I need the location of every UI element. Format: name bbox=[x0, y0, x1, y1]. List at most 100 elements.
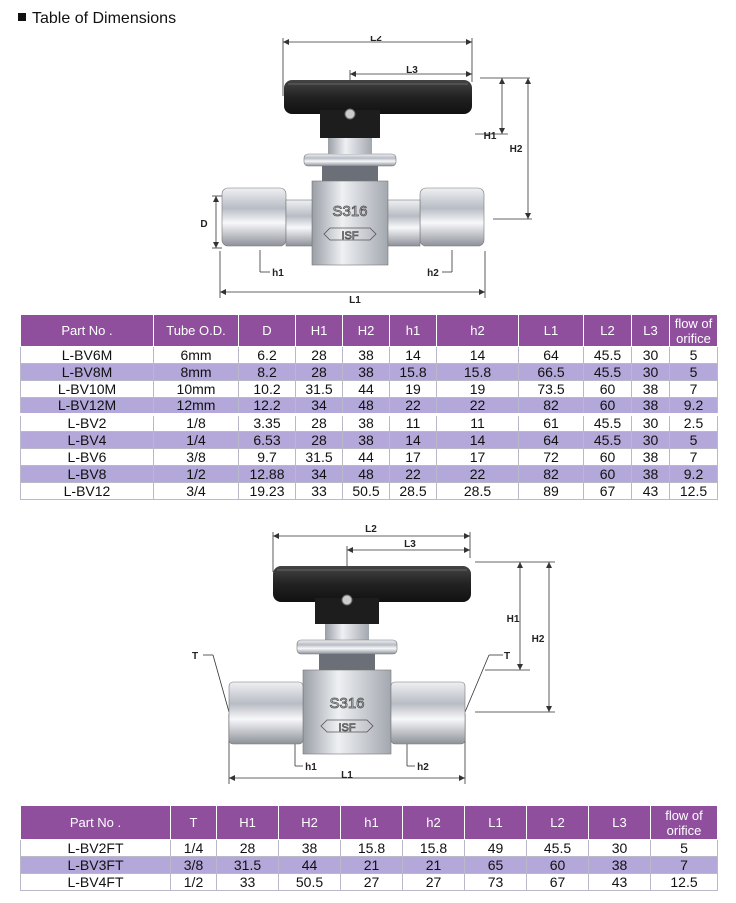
table-cell: 38 bbox=[342, 413, 390, 432]
table-cell: 1/2 bbox=[170, 873, 217, 891]
table-cell: 44 bbox=[342, 448, 390, 466]
table-cell: 28.5 bbox=[389, 482, 437, 500]
table-cell: 1/8 bbox=[153, 413, 239, 432]
table-cell: 10mm bbox=[153, 380, 239, 398]
table-cell: 7 bbox=[650, 856, 718, 874]
part-number-cell: L-BV2 bbox=[20, 413, 154, 432]
label-H2: H2 bbox=[532, 634, 545, 645]
column-header: L3 bbox=[588, 805, 651, 840]
table-cell: 30 bbox=[588, 839, 651, 857]
body-grade-marking: S316 bbox=[332, 203, 367, 220]
part-number-cell: L-BV4 bbox=[20, 431, 154, 449]
table-cell: 31.5 bbox=[216, 856, 279, 874]
table-cell: 34 bbox=[295, 465, 343, 483]
label-L3: L3 bbox=[404, 539, 416, 550]
part-number-cell: L-BV4FT bbox=[20, 873, 171, 891]
table-cell: 73.5 bbox=[518, 380, 584, 398]
table-cell: 45.5 bbox=[526, 839, 589, 857]
table-cell: 66.5 bbox=[518, 363, 584, 381]
table-cell: 1/4 bbox=[153, 431, 239, 449]
part-number-cell: L-BV8 bbox=[20, 465, 154, 483]
table-cell: 14 bbox=[436, 346, 519, 364]
column-header: flow of orifice bbox=[669, 314, 718, 347]
column-header: H1 bbox=[216, 805, 279, 840]
table-cell: 72 bbox=[518, 448, 584, 466]
table-cell: 44 bbox=[278, 856, 341, 874]
table-cell: 38 bbox=[631, 397, 670, 415]
column-header: Part No . bbox=[20, 805, 171, 840]
table-cell: 8mm bbox=[153, 363, 239, 381]
label-h2: h2 bbox=[427, 268, 439, 279]
column-header: Part No . bbox=[20, 314, 154, 347]
table-cell: 30 bbox=[631, 431, 670, 449]
page-title: Table of Dimensions bbox=[18, 10, 176, 28]
table-cell: 60 bbox=[526, 856, 589, 874]
table-cell: 12.5 bbox=[669, 482, 718, 500]
table-cell: 22 bbox=[436, 397, 519, 415]
table-cell: 9.2 bbox=[669, 397, 718, 415]
table-cell: 61 bbox=[518, 413, 584, 432]
table-cell: 65 bbox=[464, 856, 527, 874]
table-cell: 64 bbox=[518, 346, 584, 364]
table-cell: 11 bbox=[389, 413, 437, 432]
table-cell: 17 bbox=[389, 448, 437, 466]
table-cell: 12.88 bbox=[238, 465, 296, 483]
body-grade-marking: S316 bbox=[329, 695, 364, 712]
table-cell: 43 bbox=[588, 873, 651, 891]
table-cell: 60 bbox=[583, 448, 632, 466]
table-cell: 22 bbox=[389, 465, 437, 483]
table-cell: 27 bbox=[402, 873, 465, 891]
table-cell: 38 bbox=[342, 346, 390, 364]
table-cell: 44 bbox=[342, 380, 390, 398]
table-cell: 48 bbox=[342, 465, 390, 483]
table-cell: 30 bbox=[631, 413, 670, 432]
square-bullet-icon bbox=[18, 13, 26, 21]
table-cell: 11 bbox=[436, 413, 519, 432]
table-cell: 7 bbox=[669, 380, 718, 398]
table-cell: 22 bbox=[436, 465, 519, 483]
table-cell: 3/8 bbox=[170, 856, 217, 874]
label-L3: L3 bbox=[406, 65, 418, 76]
table-cell: 28 bbox=[295, 363, 343, 381]
table-cell: 15.8 bbox=[436, 363, 519, 381]
page-title-text: Table of Dimensions bbox=[32, 10, 177, 27]
table-cell: 12.5 bbox=[650, 873, 718, 891]
table-cell: 82 bbox=[518, 397, 584, 415]
part-number-cell: L-BV12 bbox=[20, 482, 154, 500]
column-header: h1 bbox=[389, 314, 437, 347]
part-number-cell: L-BV6 bbox=[20, 448, 154, 466]
table-cell: 21 bbox=[340, 856, 403, 874]
table-cell: 28 bbox=[295, 431, 343, 449]
column-header: flow of orifice bbox=[650, 805, 718, 840]
table-cell: 60 bbox=[583, 397, 632, 415]
label-L1: L1 bbox=[341, 770, 353, 781]
table-cell: 21 bbox=[402, 856, 465, 874]
label-D: D bbox=[200, 219, 207, 230]
part-number-cell: L-BV12M bbox=[20, 397, 154, 415]
table-cell: 3/4 bbox=[153, 482, 239, 500]
table-cell: 6.53 bbox=[238, 431, 296, 449]
table-cell: 50.5 bbox=[342, 482, 390, 500]
body-logo-marking: ISF bbox=[341, 230, 358, 242]
part-number-cell: L-BV10M bbox=[20, 380, 154, 398]
table-cell: 45.5 bbox=[583, 413, 632, 432]
valve-handle bbox=[273, 566, 471, 624]
table-cell: 15.8 bbox=[389, 363, 437, 381]
table-cell: 28 bbox=[295, 413, 343, 432]
label-T-right: T bbox=[504, 651, 510, 662]
table-cell: 5 bbox=[669, 346, 718, 364]
table-cell: 6mm bbox=[153, 346, 239, 364]
table-cell: 38 bbox=[588, 856, 651, 874]
table-cell: 38 bbox=[631, 380, 670, 398]
table-cell: 6.2 bbox=[238, 346, 296, 364]
table-cell: 64 bbox=[518, 431, 584, 449]
table-cell: 10.2 bbox=[238, 380, 296, 398]
